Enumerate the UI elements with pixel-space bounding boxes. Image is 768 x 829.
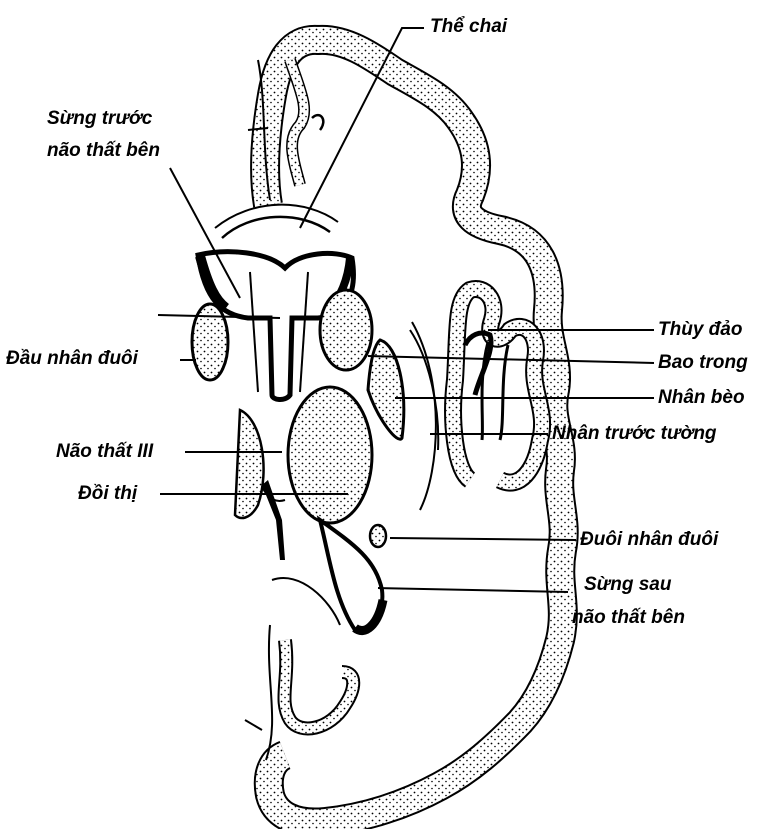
label-anterior-horn-line1: Sừng trước	[47, 108, 152, 130]
caudate-tail	[370, 525, 386, 547]
label-lentiform: Nhân bèo	[658, 387, 745, 409]
label-thalamus: Đồi thị	[78, 483, 137, 505]
lentiform-nucleus	[368, 340, 404, 439]
corpus-callosum	[222, 217, 330, 238]
label-posterior-horn-line2: não thất bên	[572, 607, 685, 629]
thalamus-left	[235, 410, 264, 518]
label-internal-capsule: Bao trong	[658, 352, 748, 374]
label-anterior-horn-line2: não thất bên	[47, 140, 160, 162]
label-insula: Thùy đảo	[658, 319, 742, 341]
label-third-ventricle: Não thất III	[56, 441, 153, 463]
thalamus-right	[288, 387, 372, 523]
label-caudate-head: Đầu nhân đuôi	[6, 348, 138, 370]
label-posterior-horn-line1: Sừng sau	[584, 574, 671, 596]
label-corpus-callosum: Thể chai	[430, 16, 507, 38]
label-caudate-tail: Đuôi nhân đuôi	[580, 529, 718, 551]
caudate-head-right	[320, 290, 372, 370]
label-claustrum: Nhân trước tường	[552, 423, 717, 445]
